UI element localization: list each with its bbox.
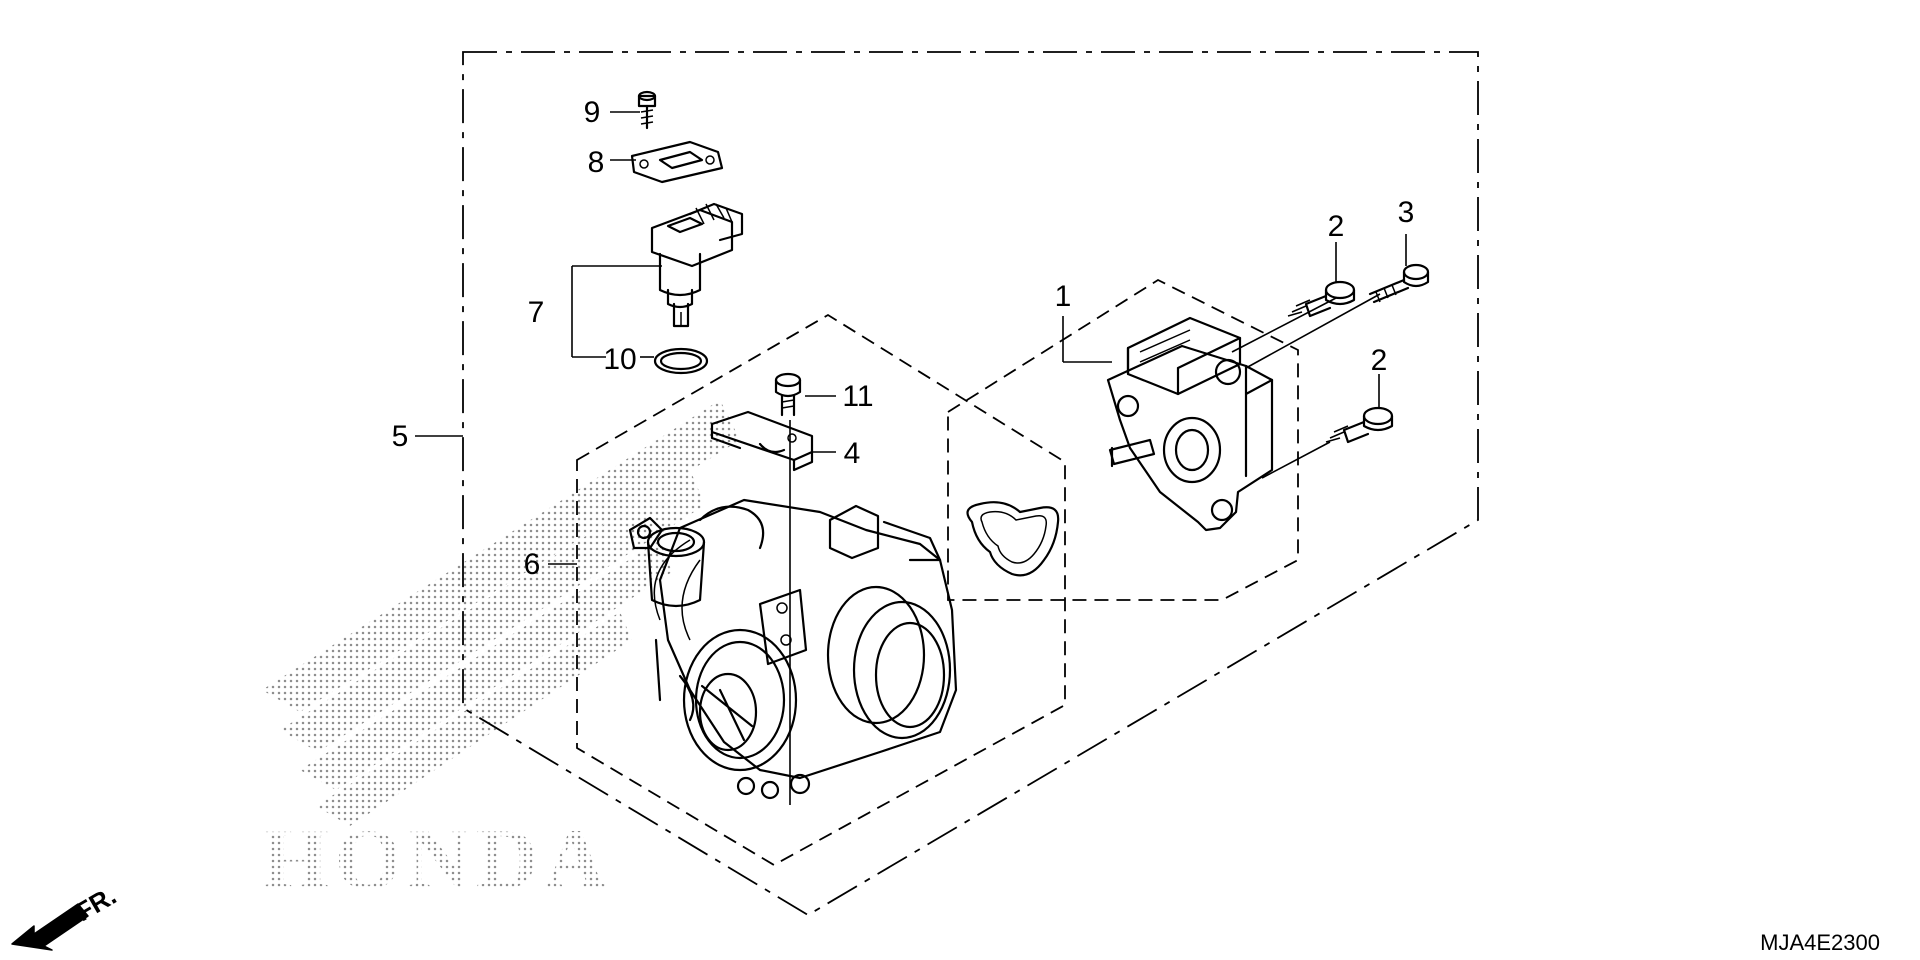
callout-7: 7	[528, 296, 545, 329]
part-6-throttle-body-icon	[628, 498, 958, 800]
leader-lines	[415, 111, 1407, 805]
part-7-sensor-icon	[650, 202, 744, 328]
part-10-o-ring-icon	[653, 347, 709, 375]
assembly-1-boundary	[947, 278, 1299, 601]
callout-3: 3	[1398, 196, 1415, 229]
part-3-screw-icon	[1368, 263, 1430, 304]
assembly-5-boundary	[462, 51, 1479, 917]
part-11-bolt-icon	[774, 372, 802, 417]
callout-10: 10	[603, 343, 636, 376]
callout-2-upper: 2	[1328, 210, 1345, 243]
honda-wing-watermark: HONDA	[262, 400, 740, 907]
part-8-gasket-icon	[630, 140, 724, 184]
part-2-bolt-upper-icon	[1287, 280, 1356, 318]
part-1-sensor-unit-icon	[1106, 316, 1274, 532]
callout-1: 1	[1055, 280, 1072, 313]
front-direction-marker: FR.	[11, 880, 121, 951]
callout-5: 5	[392, 420, 409, 453]
callout-4: 4	[844, 437, 861, 470]
part-2-bolt-lower-icon	[1325, 406, 1394, 444]
callout-6: 6	[524, 548, 541, 581]
callout-2-lower: 2	[1371, 344, 1388, 377]
honda-watermark-text: HONDA	[262, 811, 612, 907]
callout-8: 8	[588, 146, 605, 179]
part-9-screw-icon	[637, 90, 657, 130]
assembly-6-boundary	[576, 313, 1066, 867]
callout-11: 11	[842, 380, 873, 413]
intake-gasket-icon	[966, 501, 1060, 577]
front-arrow-icon	[11, 903, 89, 951]
diagram-code: MJA4E2300	[1760, 930, 1880, 955]
callout-9: 9	[584, 96, 601, 129]
callout-labels: 9 8 7 10 11 4 5 6 1 2 3 2	[392, 96, 1415, 581]
